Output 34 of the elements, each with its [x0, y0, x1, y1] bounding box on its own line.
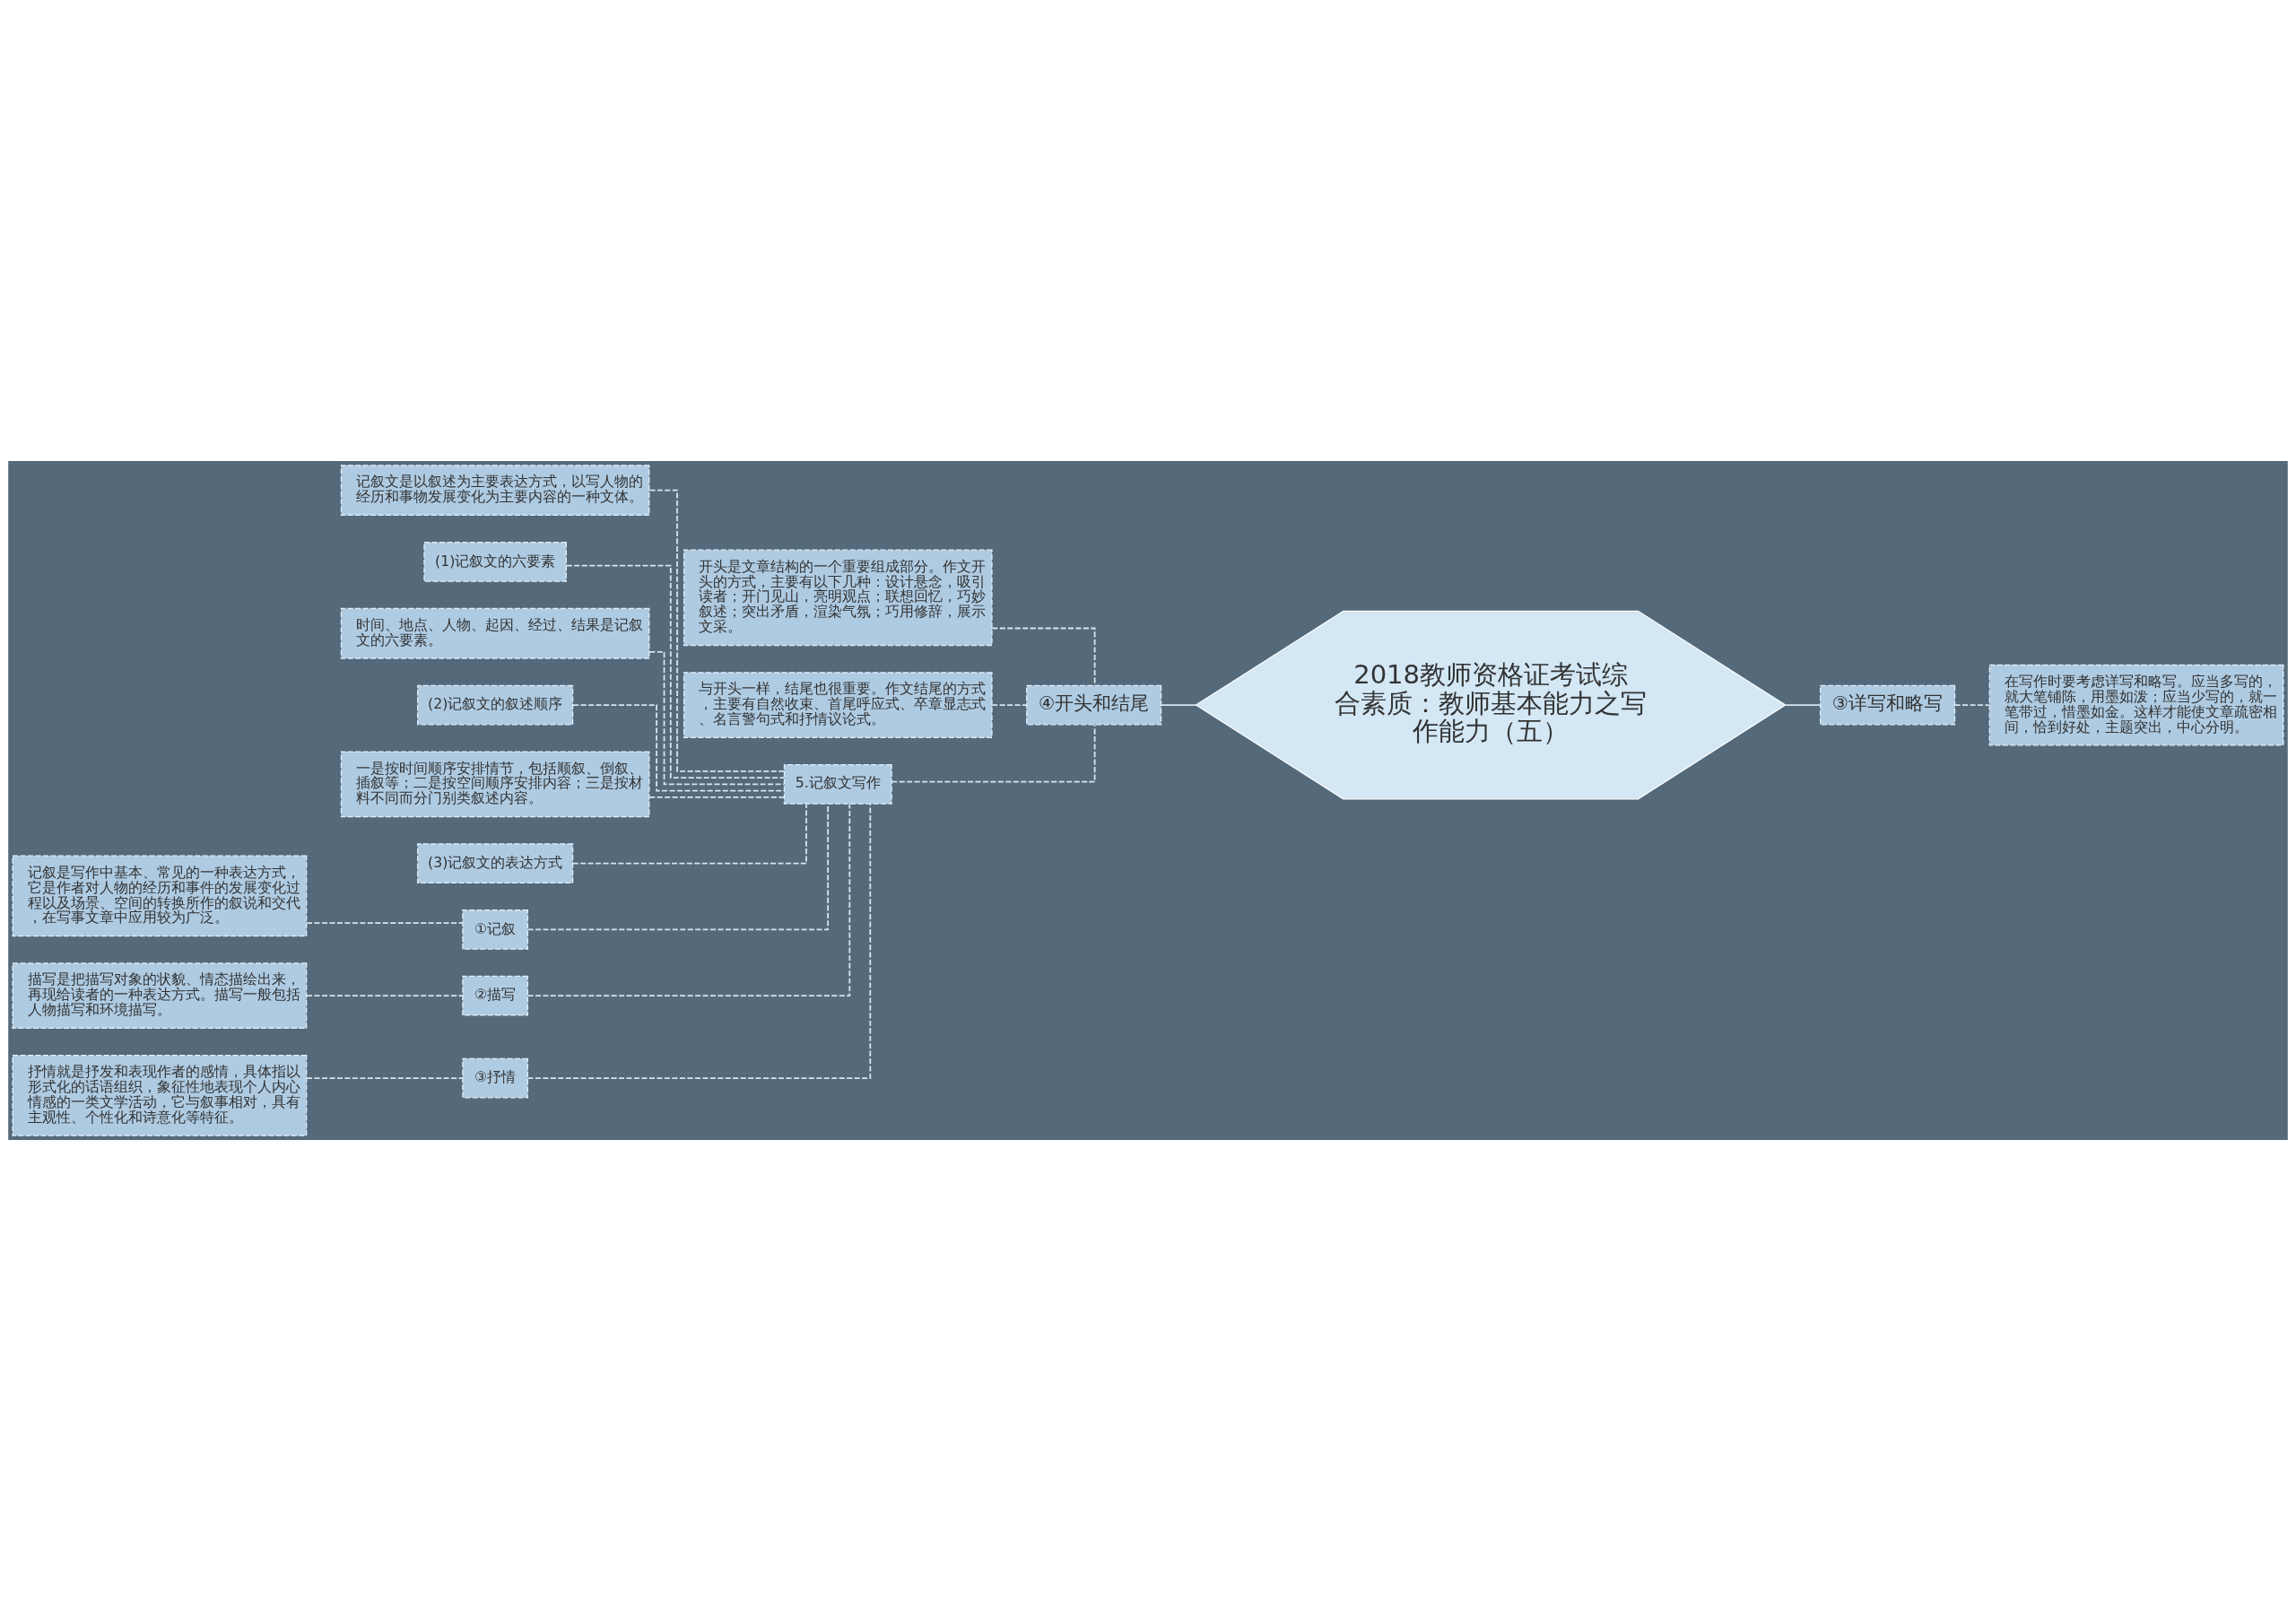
node-box: 在写作时要考虑详写和略写。应当多写的，就大笔铺陈，用墨如泼；应当少写的，就一笔带过，惜墨如金。这样才能使文章疏密相间，恰到好处，主题突出，中心分明。 — [1988, 664, 2284, 746]
node-box: 记叙是写作中基本、常见的一种表达方式，它是作者对人物的经历和事件的发展变化过程以及场景、空间的转换所作的叙说和交代，在写事文章中应用较为广泛。 — [12, 855, 308, 937]
connector — [648, 796, 786, 798]
node-box: ④开头和结尾 — [1026, 684, 1162, 726]
node-box: (2)记叙文的叙述顺序 — [417, 684, 574, 726]
node-box: ②描写 — [462, 975, 529, 1016]
node-box: 5.记叙文写作 — [783, 764, 892, 805]
node-box: ①记叙 — [462, 909, 529, 950]
connector — [891, 724, 1096, 783]
connector — [1785, 704, 1822, 706]
connector — [565, 564, 786, 779]
connector — [526, 803, 830, 931]
node-box: (1)记叙文的六要素 — [423, 542, 567, 582]
connector — [571, 803, 807, 865]
connector — [526, 803, 851, 997]
node-box: 描写是把描写对象的状貌、情态描绘出来，再现给读者的一种表达方式。描写一般包括人物描写和环境描写。 — [12, 962, 308, 1030]
connector — [991, 627, 1096, 686]
connector — [306, 995, 464, 997]
node-box: ③抒情 — [462, 1057, 529, 1099]
connector — [1953, 704, 1990, 706]
connector — [1160, 704, 1197, 706]
node-box: (3)记叙文的表达方式 — [417, 843, 574, 883]
node-box: 记叙文是以叙述为主要表达方式，以写人物的经历和事物发展变化为主要内容的一种文体。 — [340, 465, 650, 517]
node-box: ③详写和略写 — [1820, 684, 1956, 726]
node-box: 与开头一样，结尾也很重要。作文结尾的方式，主要有自然收束、首尾呼应式、卒章显志式、名言警句式和抒情议论式。 — [683, 672, 993, 738]
node-box: 抒情就是抒发和表现作者的感情，具体指以形式化的话语组织，象征性地表现个人内心情感的一类文学活动，它与叙事相对，具有主观性、个性化和诗意化等特征。 — [12, 1055, 308, 1136]
connector — [648, 650, 785, 786]
connector — [526, 803, 872, 1079]
node-box: 一是按时间顺序安排情节，包括顺叙、倒叙、插叙等；二是按空间顺序安排内容；三是按材料不同而分门别类叙述内容。 — [340, 751, 650, 818]
connector — [306, 1077, 464, 1079]
connector — [306, 922, 464, 925]
node-box: 开头是文章结构的一个重要组成部分。作文开头的方式，主要有以下几种：设计悬念，吸引读者；开门见山，亮明观点；联想回忆，巧妙叙述；突出矛盾，渲染气氛；巧用修辞，展示文采。 — [683, 549, 993, 647]
node-box: 时间、地点、人物、起因、经过、结果是记叙文的六要素。 — [340, 607, 650, 659]
connector — [991, 704, 1028, 706]
